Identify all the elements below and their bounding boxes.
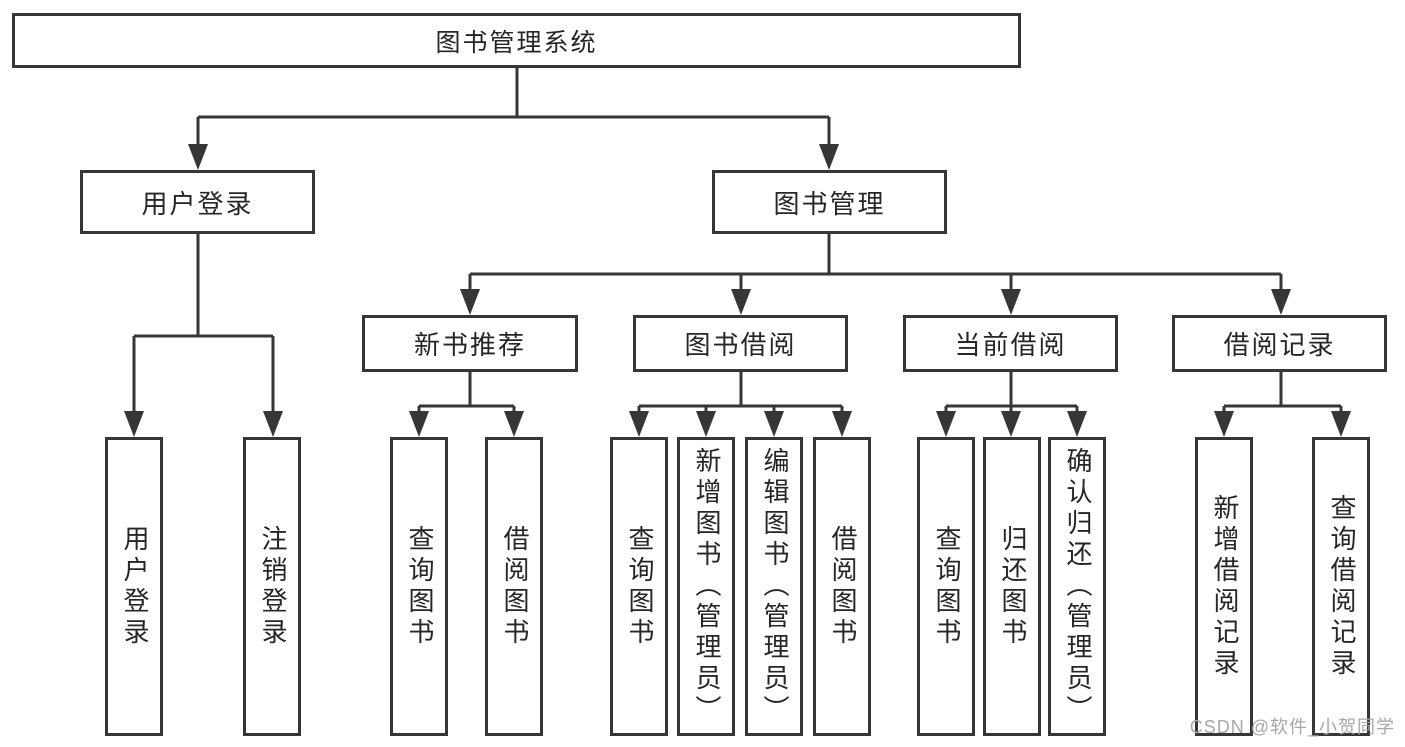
- node-book-management: 图书管理: [712, 170, 947, 234]
- leaf-add-book-admin: 新增图书（管理员）: [677, 437, 735, 736]
- leaf-query-books-borrow: 查询图书: [610, 437, 668, 736]
- node-label: 注销登录: [257, 524, 288, 649]
- leaf-borrow-books-borrow: 借阅图书: [813, 437, 871, 736]
- node-borrow-records: 借阅记录: [1172, 315, 1387, 372]
- leaf-query-books-current: 查询图书: [917, 437, 975, 736]
- node-label: 图书管理系统: [435, 28, 598, 57]
- connector-new-book-children: [409, 372, 524, 437]
- node-label: 用户登录: [119, 524, 150, 649]
- leaf-query-books-recommend: 查询图书: [390, 437, 448, 736]
- node-library-management-system: 图书管理系统: [12, 13, 1021, 68]
- node-label: 借阅图书: [827, 524, 858, 649]
- node-user-login: 用户登录: [80, 170, 315, 234]
- watermark: CSDN @软件_小贺同学: [1189, 717, 1395, 737]
- leaf-return-books: 归还图书: [983, 437, 1041, 736]
- node-book-borrow: 图书借阅: [633, 315, 848, 372]
- node-current-borrow: 当前借阅: [903, 315, 1118, 372]
- leaf-edit-book-admin: 编辑图书（管理员）: [745, 437, 803, 736]
- connector-borrow-records-children: [1214, 372, 1351, 437]
- leaf-borrow-books-recommend: 借阅图书: [485, 437, 543, 736]
- node-label: 新增图书（管理员）: [691, 447, 722, 726]
- node-label: 用户登录: [141, 188, 254, 219]
- node-label: 查询借阅记录: [1326, 493, 1357, 680]
- node-label: 图书借阅: [684, 330, 797, 360]
- connector-book-management-children: [460, 234, 1291, 315]
- leaf-logout: 注销登录: [243, 437, 301, 736]
- connector-book-borrow-children: [629, 372, 852, 437]
- node-label: 借阅图书: [499, 524, 530, 649]
- node-label: 编辑图书（管理员）: [759, 447, 790, 726]
- connector-user-login-children: [124, 234, 283, 437]
- connector-current-borrow-children: [936, 372, 1087, 437]
- leaf-user-login: 用户登录: [105, 437, 163, 736]
- node-label: 借阅记录: [1223, 330, 1336, 360]
- leaf-confirm-return-admin: 确认归还（管理员）: [1048, 437, 1106, 736]
- node-label: 查询图书: [404, 524, 435, 649]
- node-label: 当前借阅: [954, 330, 1067, 360]
- node-label: 新增借阅记录: [1209, 493, 1240, 680]
- node-label: 查询图书: [624, 524, 655, 649]
- node-label: 新书推荐: [413, 330, 526, 360]
- node-label: 归还图书: [997, 524, 1028, 649]
- node-label: 查询图书: [931, 524, 962, 649]
- leaf-query-borrow-record: 查询借阅记录: [1312, 437, 1370, 736]
- node-label: 确认归还（管理员）: [1062, 447, 1093, 726]
- connector-root-to-level2: [188, 68, 839, 170]
- node-label: 图书管理: [773, 188, 886, 219]
- leaf-add-borrow-record: 新增借阅记录: [1195, 437, 1253, 736]
- node-new-book-recommend: 新书推荐: [362, 315, 578, 372]
